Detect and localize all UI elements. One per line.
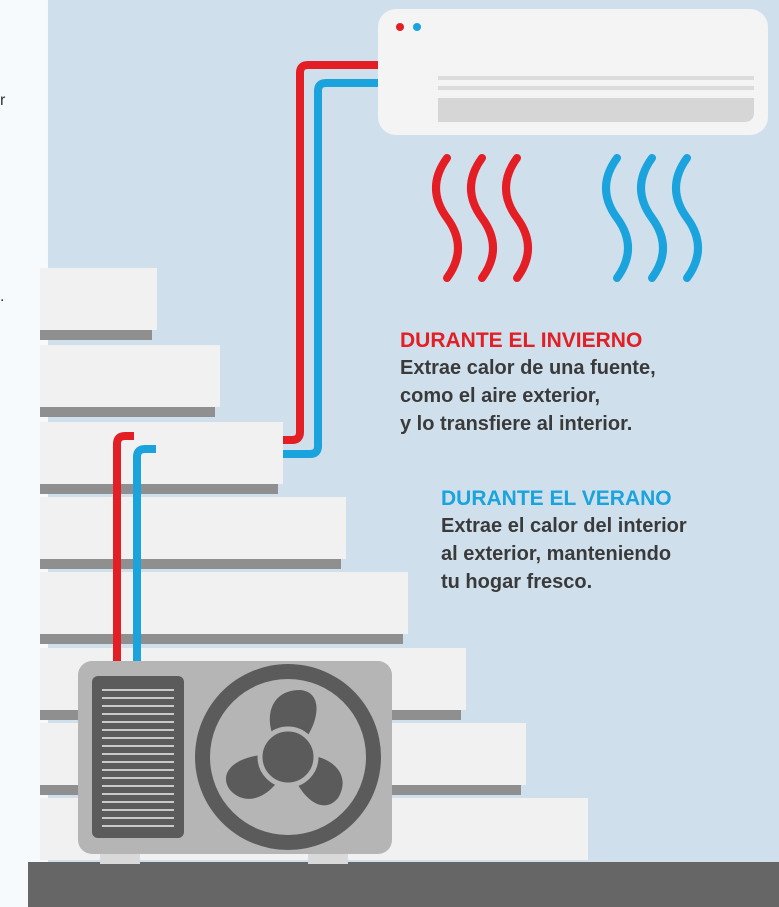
red-indicator-dot [396,23,404,31]
radiator-grille [92,676,184,838]
summer-line: al exterior, manteniendo [441,543,672,565]
cool-waves-icon [602,154,702,282]
summer-caption: DURANTE EL VERANO Extrae el calor del in… [441,486,687,596]
winter-line: Extrae calor de una fuente, [400,357,656,379]
blue-indicator-dot [413,23,421,31]
ground [28,862,779,907]
cold-line-lower [133,445,156,663]
cold-line-upper [283,79,378,458]
summer-line: Extrae el calor del interior [441,515,687,537]
indoor-ac-unit-icon [378,9,768,135]
edge-text-fragment-1: r [0,92,6,109]
outdoor-heat-pump-icon [78,661,392,864]
hot-line-lower [113,432,134,663]
winter-line: como el aire exterior, [400,385,601,407]
winter-heading: DURANTE EL INVIERNO [400,329,643,352]
winter-line: y lo transfiere al interior. [400,413,633,435]
winter-caption: DURANTE EL INVIERNO Extrae calor de una … [400,328,656,438]
summer-heading: DURANTE EL VERANO [441,487,672,510]
edge-text-fragment-2: . [0,288,5,305]
heat-waves-icon [432,154,532,282]
summer-line: tu hogar fresco. [441,571,593,593]
hot-line-upper [283,61,378,444]
fan-icon [195,664,381,850]
